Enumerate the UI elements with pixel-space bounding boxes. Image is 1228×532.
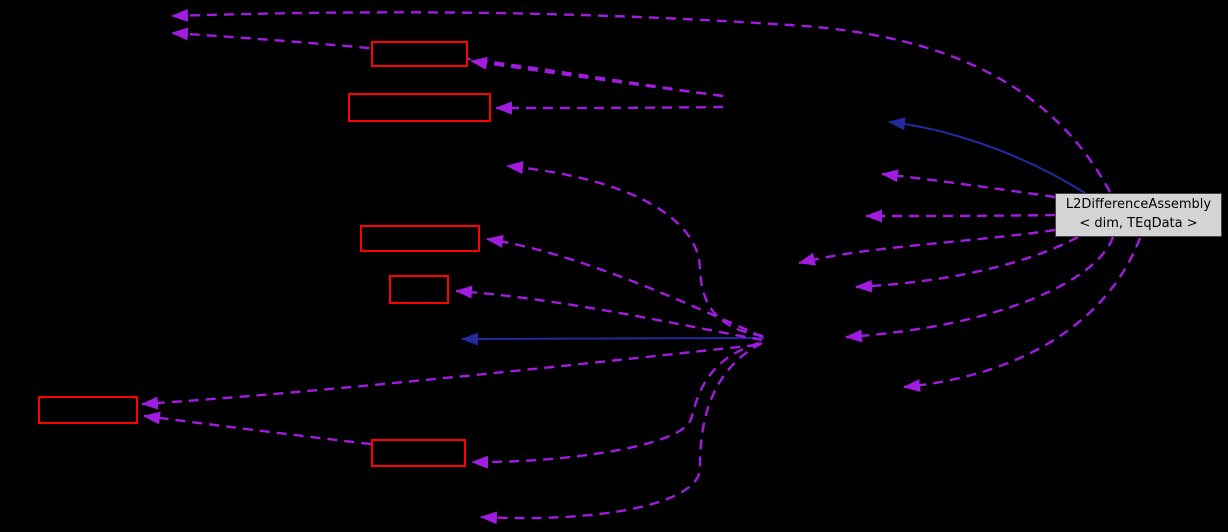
truncated-class-node[interactable] <box>360 225 480 252</box>
truncated-class-node[interactable] <box>371 439 466 467</box>
dependency-edge <box>470 56 724 98</box>
dependency-edge <box>471 341 760 469</box>
dependency-edge <box>903 237 1142 392</box>
dependency-edge <box>865 209 1056 223</box>
main-class-label-line1: L2DifferenceAssembly <box>1065 197 1212 213</box>
dependency-edge <box>845 236 1115 343</box>
dependency-edge <box>881 169 1056 199</box>
dependency-edge <box>888 117 1086 194</box>
dependency-edge <box>171 9 1112 193</box>
dependency-edge <box>461 332 765 346</box>
dependency-edges <box>141 9 1142 525</box>
dependency-edge <box>480 341 763 525</box>
main-class-label-line2: < dim, TEqData > <box>1079 216 1198 231</box>
truncated-class-node[interactable] <box>38 396 138 424</box>
dependency-edge <box>506 161 764 338</box>
dependency-edge <box>798 228 1056 266</box>
dependency-edge <box>141 343 758 410</box>
dependency-edge <box>495 101 724 115</box>
truncated-class-node[interactable] <box>389 275 449 304</box>
dependency-edge <box>855 235 1079 293</box>
truncated-class-node[interactable] <box>348 93 491 122</box>
main-class-node[interactable]: L2DifferenceAssembly < dim, TEqData > <box>1055 193 1222 237</box>
truncated-class-node[interactable] <box>371 41 468 67</box>
dependency-edge <box>143 411 372 446</box>
dependency-edge <box>486 234 764 339</box>
dependency-edge <box>455 285 763 342</box>
truncated-nodes <box>38 41 491 467</box>
